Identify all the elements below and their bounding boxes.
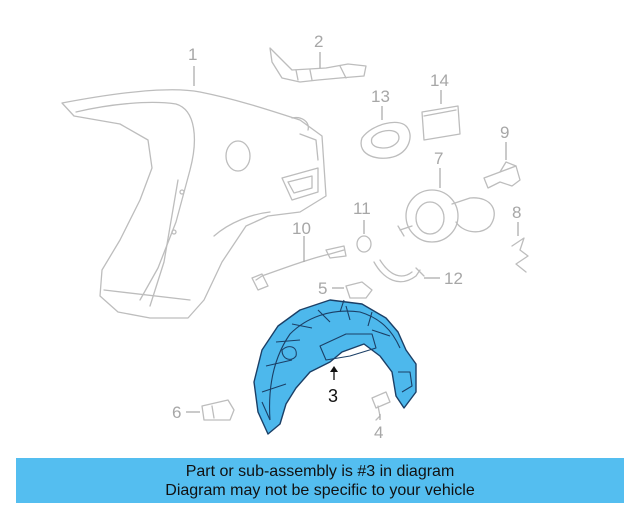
part-7-fuel-door: 7 xyxy=(397,149,495,243)
part-11-grommet: 11 xyxy=(353,199,372,253)
part-10-cable: 10 xyxy=(251,219,347,291)
callout-10: 10 xyxy=(292,219,311,238)
callout-4: 4 xyxy=(374,423,383,442)
part-4-screw: 4 xyxy=(371,391,391,442)
banner-line-2: Diagram may not be specific to your vehi… xyxy=(165,481,475,499)
callout-12: 12 xyxy=(444,269,463,288)
callout-7: 7 xyxy=(434,149,443,168)
callout-13: 13 xyxy=(371,87,390,106)
callout-9: 9 xyxy=(500,123,509,142)
callout-6: 6 xyxy=(172,403,181,422)
banner-line-1: Part or sub-assembly is #3 in diagram xyxy=(185,462,455,480)
part-9-clip: 9 xyxy=(483,123,521,189)
parts-diagram: 1 2 13 14 9 7 8 xyxy=(61,32,529,442)
part-14-plate: 14 xyxy=(421,71,461,141)
part-13-housing: 13 xyxy=(360,87,411,159)
part-2-bracket: 2 xyxy=(269,32,367,83)
callout-5: 5 xyxy=(318,279,327,298)
part-3-wheel-liner xyxy=(253,299,417,435)
callout-2: 2 xyxy=(314,32,323,51)
part-8-spring: 8 xyxy=(511,203,529,273)
part-6-flap: 6 xyxy=(172,399,235,422)
part-5-nut: 5 xyxy=(318,279,373,299)
callout-11: 11 xyxy=(353,199,371,218)
info-banner: Part or sub-assembly is #3 in diagram Di… xyxy=(16,458,624,503)
callout-8: 8 xyxy=(512,203,521,222)
part-12-hose: 12 xyxy=(373,259,463,288)
callout-1: 1 xyxy=(188,45,197,64)
callout-14: 14 xyxy=(430,71,449,90)
callout-3: 3 xyxy=(328,386,338,406)
part-1-quarter-panel: 1 xyxy=(61,45,327,319)
